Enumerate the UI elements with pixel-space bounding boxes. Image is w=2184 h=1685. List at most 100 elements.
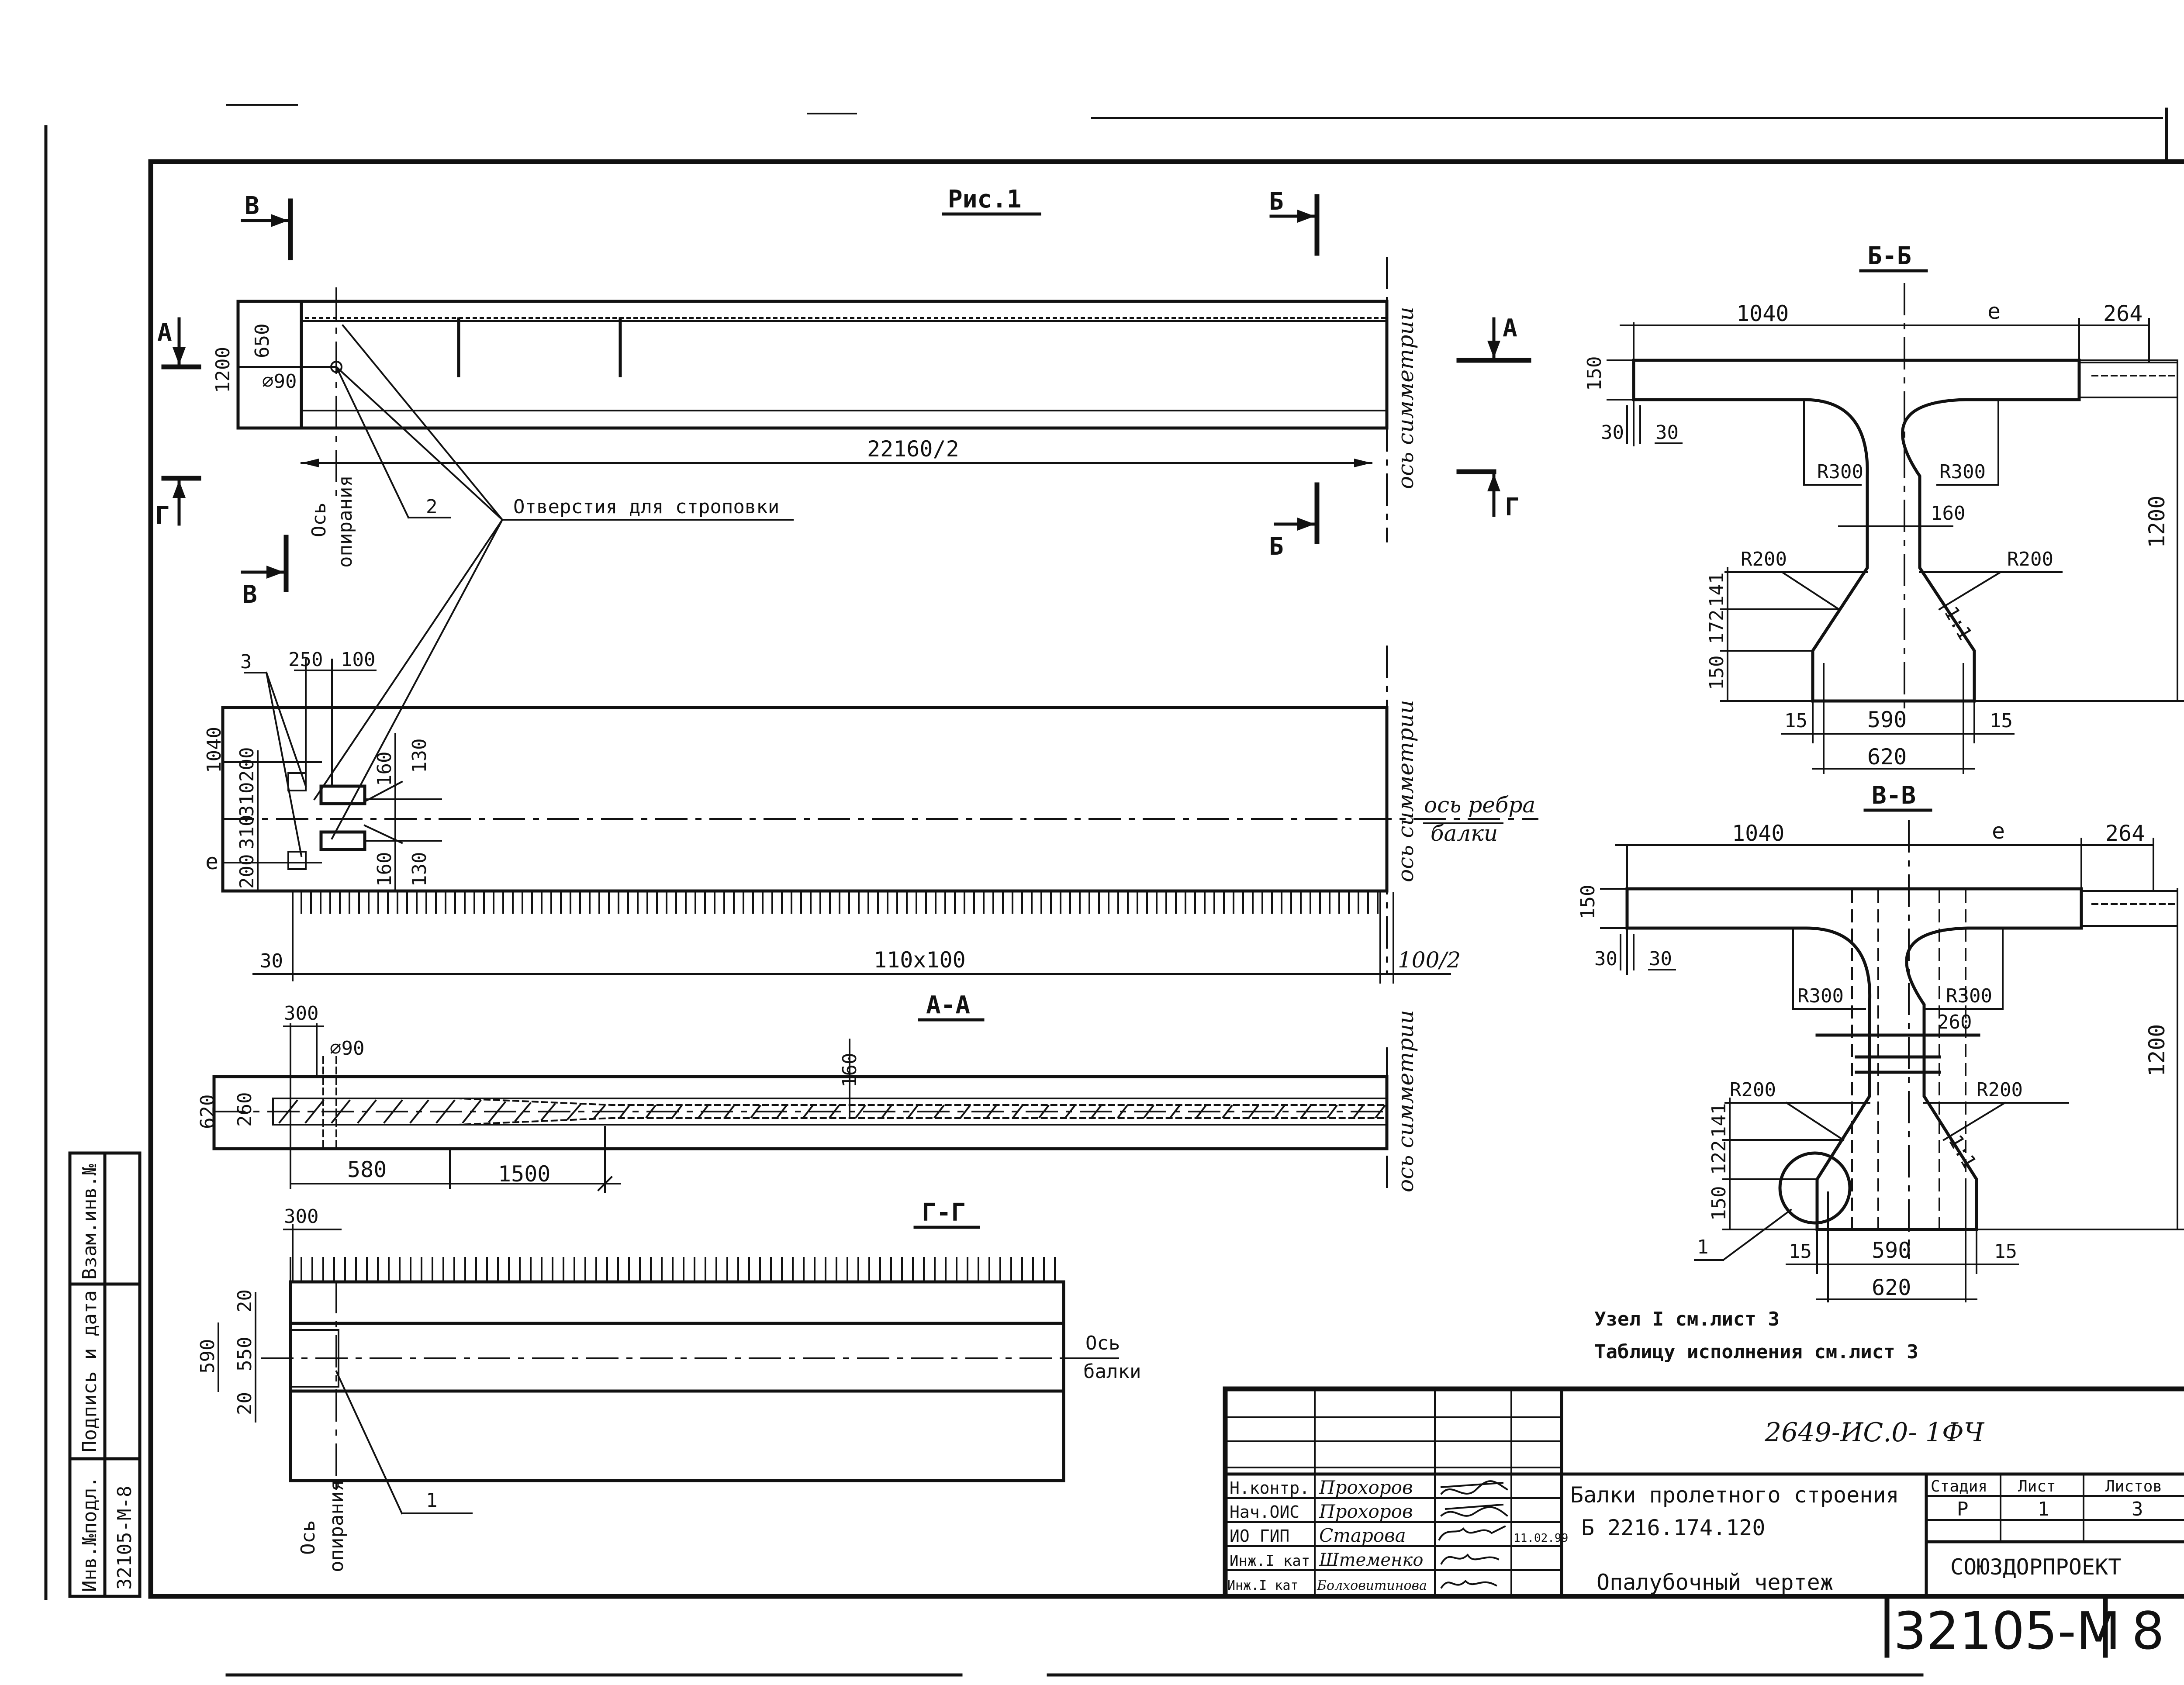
aa-symmetry-axis: ось симметрии xyxy=(1393,1010,1418,1192)
aa-dim-1500: 1500 xyxy=(498,1161,550,1187)
vv-dim-590: 590 xyxy=(1872,1238,1911,1263)
dim-left-310b: 310 xyxy=(236,815,258,849)
figure-header: Рис.1 В Б А А xyxy=(155,185,1531,609)
section-gg-title: Г-Г xyxy=(922,1198,966,1227)
sheet-header: Лист xyxy=(2018,1478,2056,1495)
section-aa: А-А 300 ⌀90 620 260 160 580 1500 ось сим… xyxy=(197,991,1418,1193)
note-table-ref: Таблицу исполнения см.лист 3 xyxy=(1594,1341,1918,1363)
name-3: Старова xyxy=(1319,1525,1406,1546)
aa-dim-620: 620 xyxy=(197,1095,219,1129)
svg-text:Б: Б xyxy=(1269,187,1284,216)
stamp-label-replaced: Взам.инв.№ xyxy=(79,1164,101,1280)
svg-text:Б: Б xyxy=(1269,532,1284,561)
vv-left-122: 122 xyxy=(1708,1140,1730,1175)
signatures xyxy=(1438,1480,1508,1589)
bb-dim-30b: 30 xyxy=(1655,421,1679,444)
title-block: 2649-ИС.0- 1ФЧ Балки пролетного строения… xyxy=(1223,1386,2184,1599)
role-2: Нач.ОИС xyxy=(1230,1502,1299,1522)
vv-dim-150: 150 xyxy=(1577,885,1599,919)
gg-dim-20-bottom: 20 xyxy=(234,1392,256,1415)
svg-text:В: В xyxy=(242,580,257,609)
organization: СОЮЗДОРПРОЕКТ xyxy=(1950,1554,2121,1580)
vv-dim-264: 264 xyxy=(2105,821,2145,846)
stamp-label-signature: Подпись и дата xyxy=(79,1290,101,1452)
notes: Узел I см.лист 3 Таблицу исполнения см.л… xyxy=(1594,1308,1918,1363)
dim-edge-30: 30 xyxy=(260,950,283,972)
web-axis-line1: ось ребра xyxy=(1424,792,1535,818)
section-bb-title: Б-Б xyxy=(1867,242,1911,270)
dim-width-1040: 1040 xyxy=(203,727,225,773)
section-vv: В-В 1040 e 264 150 30 30 R300 R300 xyxy=(1577,781,2184,1302)
vv-callout-1: 1 xyxy=(1697,1236,1709,1258)
dim-160-top: 160 xyxy=(373,752,396,786)
callout-3: 3 xyxy=(240,651,252,673)
bb-dim-264: 264 xyxy=(2103,301,2143,326)
sheets-value: 3 xyxy=(2132,1498,2143,1520)
section-bb: Б-Б 1040 e 264 150 30 30 R300 R300 160 R… xyxy=(1583,242,2184,774)
web-axis-line2: балки xyxy=(1431,821,1498,846)
beam-top-view: ось симметрии ось ребра балки 250 100 3 … xyxy=(203,646,1538,984)
name-2: Прохоров xyxy=(1319,1501,1413,1522)
callout-2: 2 xyxy=(426,496,438,518)
dim-hole-dia: ⌀90 xyxy=(262,370,297,393)
gg-callout-1: 1 xyxy=(426,1489,438,1512)
top-view-ecc: e xyxy=(205,849,218,874)
svg-text:В: В xyxy=(245,192,259,220)
name-4: Штеменко xyxy=(1319,1550,1423,1570)
vv-dim-15-right: 15 xyxy=(1994,1240,2017,1263)
cut-marker-b-bottom: Б xyxy=(1269,482,1320,561)
gg-dim-300: 300 xyxy=(284,1205,318,1228)
cut-marker-b-top: Б xyxy=(1269,187,1320,256)
lifting-holes-note: Отверстия для строповки xyxy=(513,496,779,518)
stamp-archive-number: 32105-М-8 xyxy=(114,1486,136,1590)
svg-text:А: А xyxy=(1503,314,1517,342)
svg-text:А: А xyxy=(157,318,172,347)
bb-r200-right: R200 xyxy=(2007,548,2053,570)
cut-marker-g-right: Г xyxy=(1456,469,1520,521)
aa-dim-580: 580 xyxy=(347,1157,387,1182)
vv-r300-right: R300 xyxy=(1946,985,1992,1007)
bb-dim-1040: 1040 xyxy=(1736,301,1789,326)
archive-stamp: 32105-М 8 xyxy=(1884,1596,2164,1661)
bb-dim-15-right: 15 xyxy=(1990,710,2013,732)
bb-dim-150: 150 xyxy=(1583,356,1606,391)
dim-130-top: 130 xyxy=(408,739,431,773)
bb-left-150: 150 xyxy=(1706,656,1728,690)
dim-upper-650: 650 xyxy=(251,324,273,358)
figure-title: Рис.1 xyxy=(948,185,1022,214)
vv-ecc: e xyxy=(1992,818,2005,844)
bb-dim-160: 160 xyxy=(1931,502,1965,525)
bb-left-141: 141 xyxy=(1706,573,1728,607)
vv-r200-left: R200 xyxy=(1730,1079,1776,1101)
dim-100: 100 xyxy=(341,649,375,671)
bb-r200-left: R200 xyxy=(1741,548,1787,570)
name-1: Прохоров xyxy=(1319,1477,1413,1498)
role-5: Инж.I кат xyxy=(1227,1578,1299,1593)
cut-marker-v-top: В xyxy=(241,192,293,260)
dim-half-pitch: 100/2 xyxy=(1398,947,1461,973)
note-node-ref: Узел I см.лист 3 xyxy=(1594,1308,1780,1330)
section-vv-title: В-В xyxy=(1872,781,1916,810)
cut-marker-v-bottom: В xyxy=(241,535,289,609)
vv-left-150: 150 xyxy=(1708,1186,1730,1221)
document-type: Опалубочный чертеж xyxy=(1597,1570,1833,1595)
aa-hole: ⌀90 xyxy=(330,1037,364,1060)
name-5: Болховитинова xyxy=(1317,1578,1427,1593)
stage-header: Стадия xyxy=(1931,1478,1987,1495)
role-1: Н.контр. xyxy=(1230,1478,1310,1498)
document-code: 2649-ИС.0- 1ФЧ xyxy=(1764,1417,1985,1448)
sheet-value: 1 xyxy=(2038,1498,2049,1520)
bb-r300-left: R300 xyxy=(1817,461,1863,483)
aa-dim-260: 260 xyxy=(234,1092,256,1127)
vv-left-141: 141 xyxy=(1708,1103,1730,1138)
plan-support-axis-2: опирания xyxy=(334,475,356,568)
aa-dim-300: 300 xyxy=(284,1002,318,1025)
vv-r300-left: R300 xyxy=(1797,985,1844,1007)
sheets-header: Листов xyxy=(2105,1478,2162,1495)
bb-dim-1200: 1200 xyxy=(2144,496,2170,548)
vv-dim-30a: 30 xyxy=(1594,948,1617,970)
sheet-frame: 8 xyxy=(44,104,2184,1677)
gg-beam-axis-1: Ось xyxy=(1085,1332,1120,1354)
bb-r300-right: R300 xyxy=(1939,461,1986,483)
vv-dim-1040: 1040 xyxy=(1732,821,1784,846)
